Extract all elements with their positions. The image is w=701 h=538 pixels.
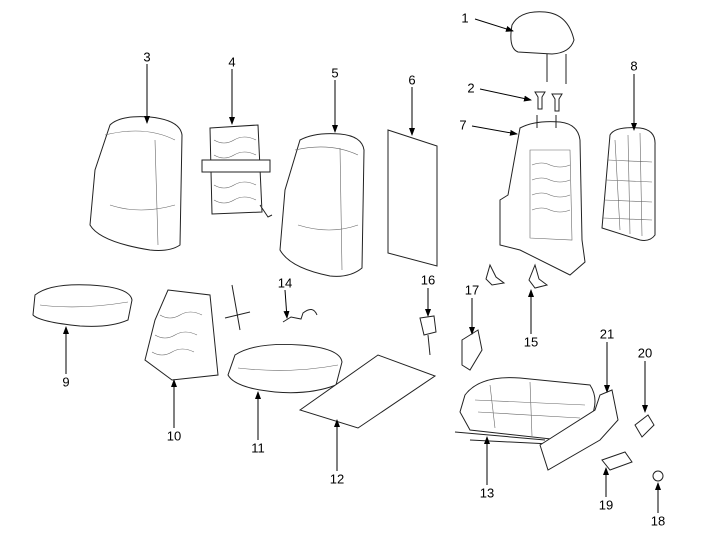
part-side-shield xyxy=(539,389,619,471)
callout-12: 12 xyxy=(329,471,345,487)
part-cap-18 xyxy=(652,470,664,482)
part-back-sheet xyxy=(387,129,438,267)
part-back-heater xyxy=(201,124,273,218)
callout-6: 6 xyxy=(408,72,416,88)
callout-4: 4 xyxy=(228,54,236,70)
part-seatback-pad xyxy=(279,133,365,277)
callout-9: 9 xyxy=(62,374,70,390)
callout-15: 15 xyxy=(523,334,539,350)
callout-18: 18 xyxy=(650,513,666,529)
callout-7: 7 xyxy=(459,117,467,133)
part-bracket-a xyxy=(485,263,506,286)
part-knob-20 xyxy=(634,414,655,438)
part-seat-belt-buckle xyxy=(419,315,437,356)
callout-5: 5 xyxy=(331,65,339,81)
part-bracket-17 xyxy=(461,329,483,371)
part-headrest-guides xyxy=(534,91,563,112)
callout-3: 3 xyxy=(143,49,151,65)
part-cushion-cover xyxy=(32,284,133,327)
callout-10: 10 xyxy=(166,428,182,444)
part-cushion-pad xyxy=(227,343,343,394)
leader-lines xyxy=(63,18,661,513)
callout-19: 19 xyxy=(598,497,614,513)
callout-17: 17 xyxy=(464,282,480,298)
callout-1: 1 xyxy=(461,10,469,26)
callout-8: 8 xyxy=(630,58,638,74)
part-bracket-15 xyxy=(528,263,549,289)
callout-2: 2 xyxy=(467,80,475,96)
callout-13: 13 xyxy=(479,485,495,501)
part-headrest xyxy=(510,11,575,84)
callout-16: 16 xyxy=(420,272,436,288)
part-seatback-frame xyxy=(499,115,586,276)
callout-11: 11 xyxy=(251,440,265,456)
callout-20: 20 xyxy=(637,345,653,361)
callout-21: 21 xyxy=(599,326,615,342)
part-wire-harness xyxy=(282,309,318,323)
callout-14: 14 xyxy=(277,275,293,291)
part-back-panel xyxy=(601,127,656,241)
part-seatback-cover xyxy=(89,116,183,251)
part-handle-19 xyxy=(601,451,633,471)
